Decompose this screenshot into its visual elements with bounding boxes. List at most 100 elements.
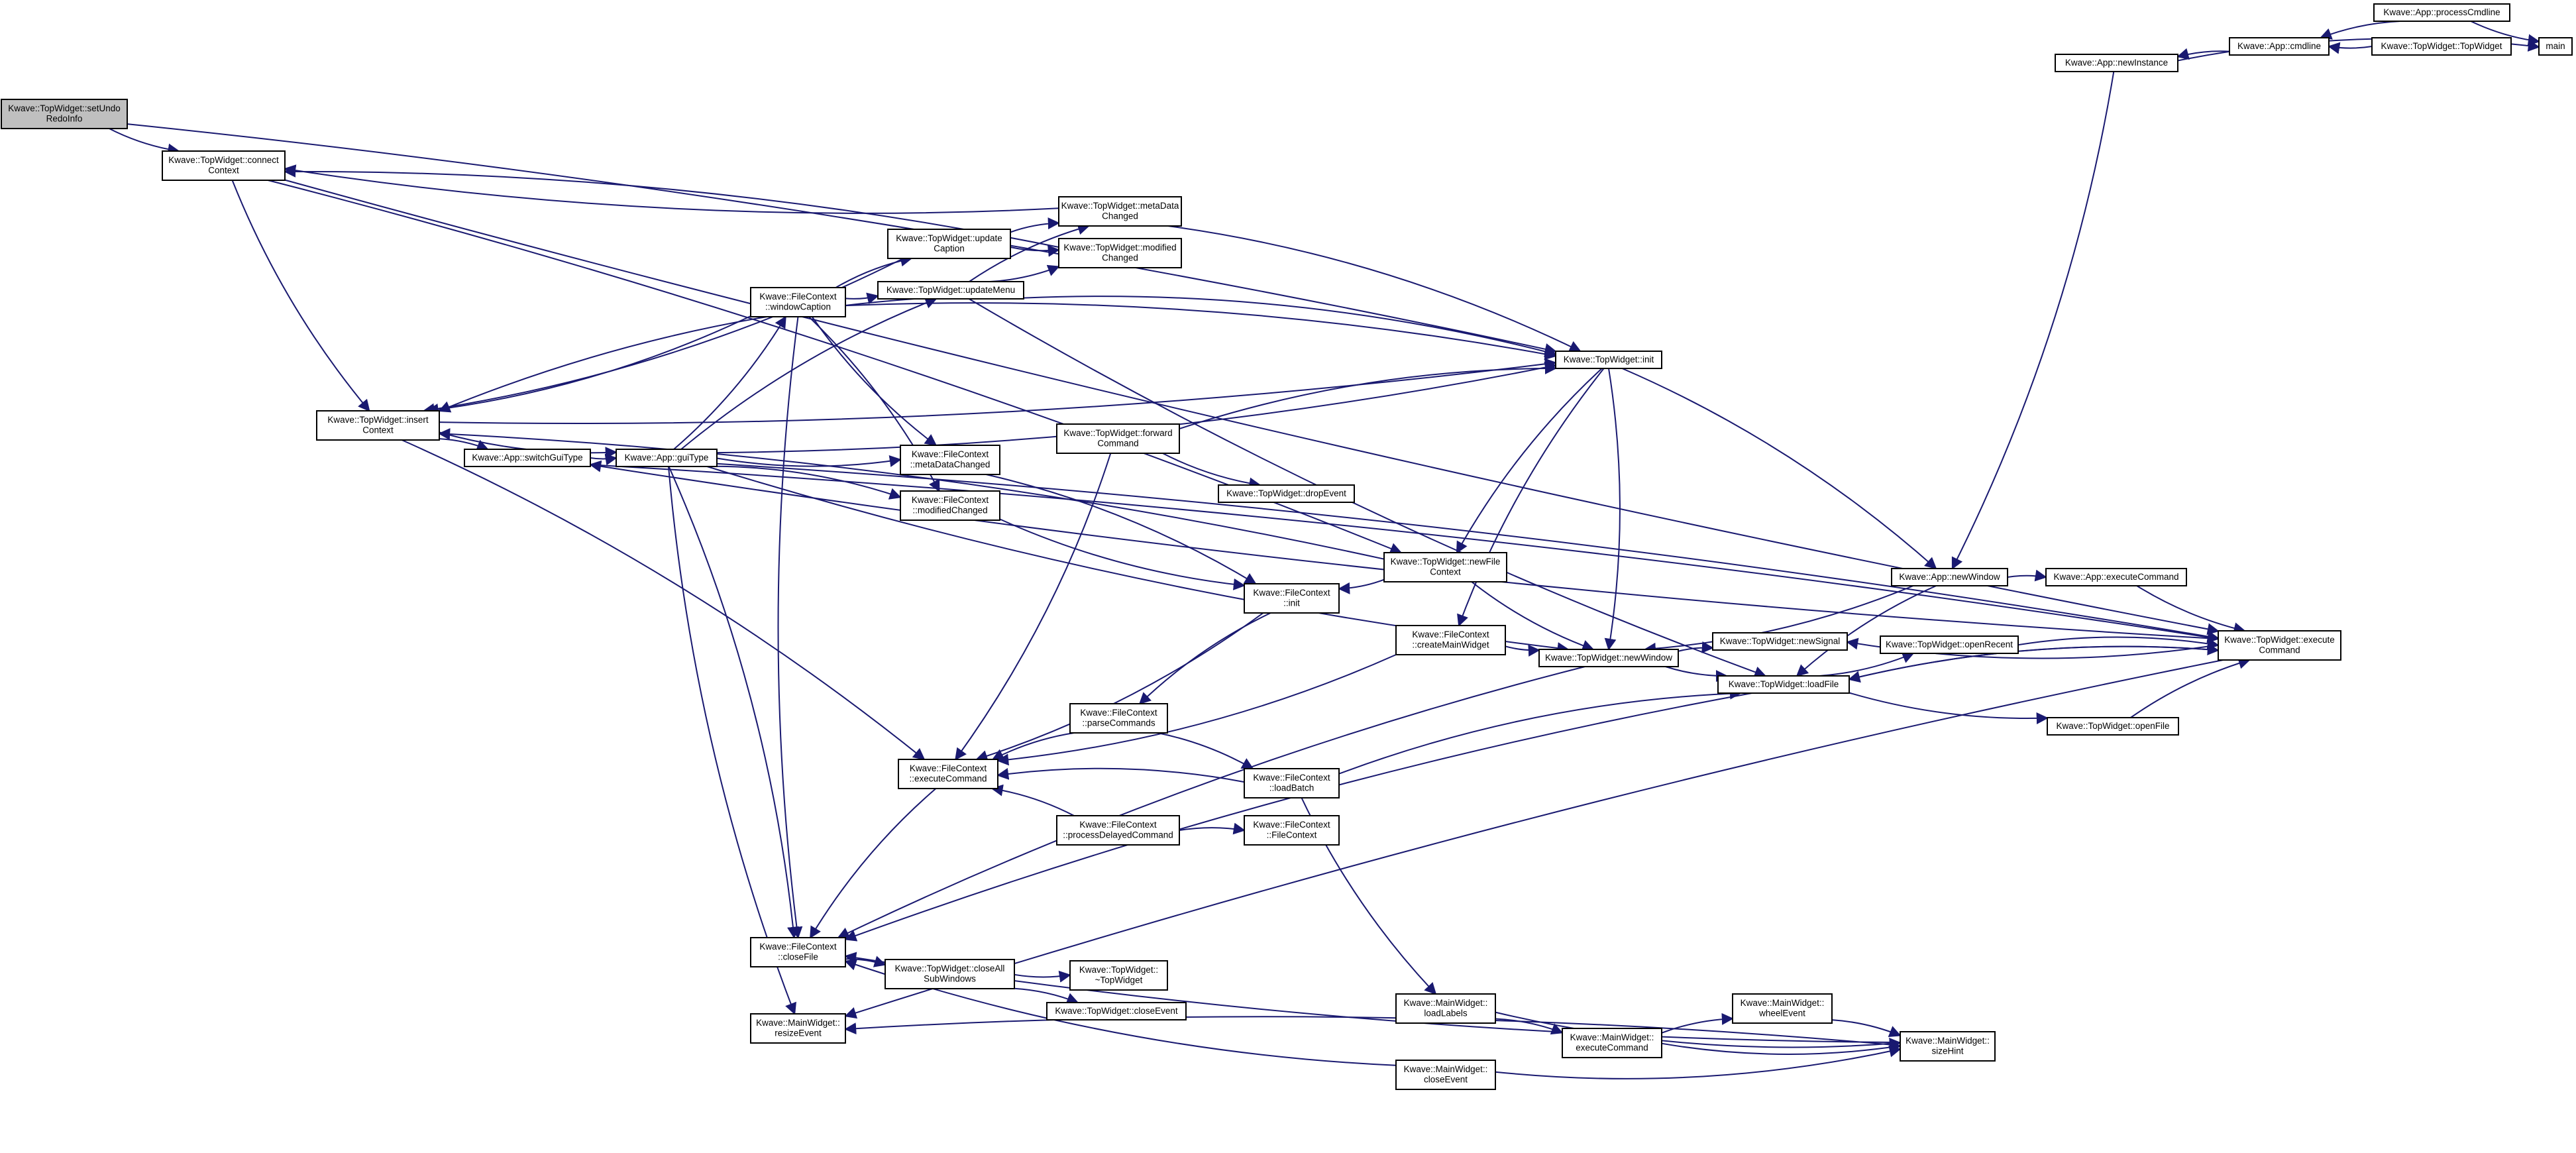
node-label: Kwave::FileContext bbox=[759, 942, 837, 952]
edge-resizeEvent-to-twExecuteCommand bbox=[844, 659, 2224, 1019]
edge-metaDataChangedTW-to-updateCaption bbox=[1010, 217, 1060, 233]
node-closeFile[interactable]: Kwave::FileContext::closeFile bbox=[750, 937, 846, 967]
node-label: closeEvent bbox=[1424, 1075, 1468, 1085]
edge-switchGuiType-to-twExecuteCommand bbox=[589, 460, 2219, 640]
node-box bbox=[1900, 1031, 1996, 1062]
node-dropEvent[interactable]: Kwave::TopWidget::dropEvent bbox=[1218, 484, 1355, 503]
node-label: Kwave::TopWidget::closeEvent bbox=[1055, 1006, 1178, 1016]
node-label: Kwave::TopWidget:: bbox=[1079, 965, 1158, 975]
node-mwCloseEvent[interactable]: Kwave::MainWidget::closeEvent bbox=[1395, 1060, 1496, 1090]
edge-insertContext-to-connectContext bbox=[231, 180, 370, 412]
node-modifiedChangedTW[interactable]: Kwave::TopWidget::modifiedChanged bbox=[1058, 238, 1182, 268]
node-label: Kwave::FileContext bbox=[1080, 708, 1157, 718]
node-twCtor[interactable]: Kwave::TopWidget::TopWidget bbox=[2371, 37, 2512, 56]
edge-fcExecuteCommand-to-forwardCommand bbox=[955, 453, 1112, 761]
node-processDelayedCommand[interactable]: Kwave::FileContext::processDelayedComman… bbox=[1056, 815, 1180, 846]
node-switchGuiType[interactable]: Kwave::App::switchGuiType bbox=[464, 449, 591, 467]
node-box bbox=[1717, 675, 1850, 694]
node-fcExecuteCommand[interactable]: Kwave::FileContext::executeCommand bbox=[898, 759, 998, 789]
edge-twNewWindow-to-createMainWidget bbox=[1505, 644, 1540, 657]
node-label: Kwave::TopWidget::updateMenu bbox=[886, 285, 1015, 295]
node-twCloseEvent[interactable]: Kwave::TopWidget::closeEvent bbox=[1046, 1002, 1187, 1020]
edge-sizeHint-to-wheelEvent bbox=[1831, 1019, 1902, 1037]
node-label: ::createMainWidget bbox=[1412, 640, 1489, 650]
edge-appNewWindow-to-newInstance bbox=[1951, 71, 2115, 570]
edge-openFile-to-loadFile bbox=[1849, 692, 2049, 725]
edge-fcExecuteCommand-to-parseCommands bbox=[991, 732, 1075, 760]
node-box bbox=[162, 150, 286, 181]
node-label: Context bbox=[362, 425, 394, 435]
node-box bbox=[885, 959, 1015, 989]
node-appNewWindow[interactable]: Kwave::App::newWindow bbox=[1891, 568, 2008, 586]
node-guiType[interactable]: Kwave::App::guiType bbox=[616, 449, 718, 467]
node-windowCaption[interactable]: Kwave::FileContext::windowCaption bbox=[750, 287, 846, 317]
edge-resizeEvent-to-guiType bbox=[668, 466, 796, 1015]
edge-twNewWindow-to-newFileContext bbox=[1471, 581, 1595, 651]
node-newSignal[interactable]: Kwave::TopWidget::newSignal bbox=[1712, 632, 1848, 651]
node-box bbox=[900, 490, 1000, 521]
edge-metaDataChangedTW-to-updateMenu bbox=[969, 223, 1091, 282]
node-openFile[interactable]: Kwave::TopWidget::openFile bbox=[2047, 717, 2179, 736]
node-box bbox=[2229, 37, 2330, 56]
node-label: Kwave::App::executeCommand bbox=[2053, 572, 2178, 582]
node-label: Kwave::TopWidget::openRecent bbox=[1886, 639, 2013, 649]
node-loadFile[interactable]: Kwave::TopWidget::loadFile bbox=[1717, 675, 1850, 694]
node-metaDataChangedFC[interactable]: Kwave::FileContext::metaDataChanged bbox=[900, 445, 1000, 475]
node-mwExecuteCommand[interactable]: Kwave::MainWidget::executeCommand bbox=[1562, 1028, 1662, 1058]
node-parseCommands[interactable]: Kwave::FileContext::parseCommands bbox=[1069, 703, 1168, 734]
node-twDtor[interactable]: Kwave::TopWidget::~TopWidget bbox=[1069, 960, 1168, 991]
node-twInit[interactable]: Kwave::TopWidget::init bbox=[1555, 351, 1662, 369]
node-label: Kwave::TopWidget::newFile bbox=[1391, 557, 1501, 567]
edge-twExecuteCommand-to-openFile bbox=[2130, 657, 2251, 718]
node-sizeHint[interactable]: Kwave::MainWidget::sizeHint bbox=[1900, 1031, 1996, 1062]
node-box bbox=[1218, 484, 1355, 503]
node-processCmdline[interactable]: Kwave::App::processCmdline bbox=[2373, 3, 2510, 22]
node-fcInit[interactable]: Kwave::FileContext::init bbox=[1244, 583, 1340, 614]
edge-twInit-to-metaDataChangedTW bbox=[1167, 225, 1582, 352]
edge-mwExecuteCommand-to-loadLabels bbox=[1495, 1018, 1564, 1035]
node-box bbox=[2055, 54, 2178, 72]
node-loadLabels[interactable]: Kwave::MainWidget::loadLabels bbox=[1395, 993, 1496, 1024]
edge-twInit-to-updateMenu bbox=[1023, 296, 1557, 358]
node-box bbox=[1712, 632, 1848, 651]
edge-insertContext-to-windowCaption bbox=[426, 315, 751, 415]
node-createMainWidget[interactable]: Kwave::FileContext::createMainWidget bbox=[1395, 625, 1506, 655]
node-wheelEvent[interactable]: Kwave::MainWidget::wheelEvent bbox=[1732, 993, 1833, 1024]
node-box bbox=[1046, 1002, 1187, 1020]
node-twNewWindow[interactable]: Kwave::TopWidget::newWindow bbox=[1538, 649, 1679, 667]
edge-fcInit-to-metaDataChangedFC bbox=[986, 474, 1257, 584]
node-metaDataChangedTW[interactable]: Kwave::TopWidget::metaDataChanged bbox=[1058, 196, 1182, 227]
node-cmdline[interactable]: Kwave::App::cmdline bbox=[2229, 37, 2330, 56]
edge-twDtor-to-closeAllSubWindows bbox=[1014, 970, 1071, 983]
node-loadBatch[interactable]: Kwave::FileContext::loadBatch bbox=[1244, 768, 1340, 798]
node-box bbox=[1395, 625, 1506, 655]
node-label: Kwave::TopWidget::setUndo bbox=[8, 103, 121, 113]
node-fcCtor[interactable]: Kwave::FileContext::FileContext bbox=[1244, 815, 1340, 846]
node-resizeEvent[interactable]: Kwave::MainWidget::resizeEvent bbox=[750, 1013, 846, 1044]
edge-resizeEvent-to-sizeHint bbox=[844, 1016, 1901, 1046]
node-newInstance[interactable]: Kwave::App::newInstance bbox=[2055, 54, 2178, 72]
node-label: Kwave::MainWidget:: bbox=[756, 1018, 840, 1028]
node-label: resizeEvent bbox=[775, 1028, 822, 1038]
node-main[interactable]: main bbox=[2538, 37, 2573, 56]
node-label: Kwave::FileContext bbox=[1253, 588, 1330, 598]
node-box bbox=[2371, 37, 2512, 56]
node-label: Kwave::App::guiType bbox=[625, 453, 709, 463]
edge-twNewWindow-to-twInit bbox=[1604, 368, 1621, 651]
edge-metaDataChangedFC-to-windowCaption bbox=[811, 316, 938, 447]
node-box bbox=[877, 281, 1024, 300]
node-openRecent[interactable]: Kwave::TopWidget::openRecent bbox=[1880, 635, 2019, 654]
edge-cmdline-to-twCtor bbox=[2328, 42, 2373, 54]
node-twExecuteCommand[interactable]: Kwave::TopWidget::executeCommand bbox=[2218, 630, 2341, 661]
node-modifiedChangedFC[interactable]: Kwave::FileContext::modifiedChanged bbox=[900, 490, 1000, 521]
node-label: Kwave::MainWidget:: bbox=[1404, 998, 1488, 1008]
node-updateMenu[interactable]: Kwave::TopWidget::updateMenu bbox=[877, 281, 1024, 300]
node-appExecuteCommand[interactable]: Kwave::App::executeCommand bbox=[2045, 568, 2187, 586]
